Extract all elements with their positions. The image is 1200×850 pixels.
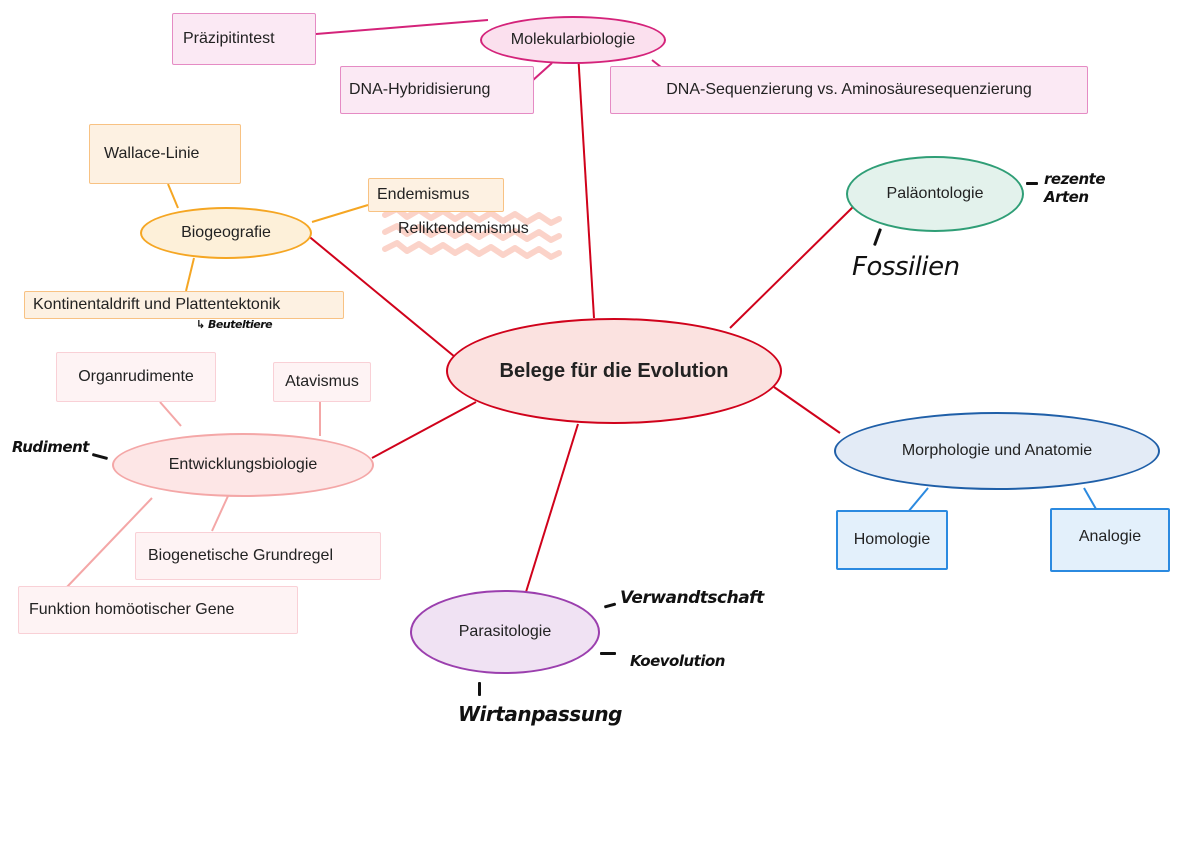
dna-sequenzierung-label: DNA-Sequenzierung vs. Aminosäuresequenzi…	[666, 81, 1032, 98]
link-homologie	[907, 487, 929, 513]
endemismus-label: Endemismus	[377, 186, 470, 203]
endemismus-node[interactable]: Endemismus	[368, 178, 504, 212]
palaeontologie-node[interactable]: Paläontologie	[846, 156, 1024, 232]
biogeografie-label: Biogeografie	[181, 224, 271, 241]
handwritten-fossilien: Fossilien	[852, 252, 960, 282]
link-center-entwicklungsbiologie	[371, 401, 477, 459]
molekularbiologie-label: Molekularbiologie	[510, 31, 636, 48]
wallace-linie-node[interactable]: Wallace-Linie	[89, 124, 241, 184]
link-center-morphologie	[773, 386, 841, 434]
link-homoeotische-gene	[65, 497, 153, 589]
link-kontinentaldrift	[185, 257, 195, 292]
biogeografie-node[interactable]: Biogeografie	[140, 207, 312, 259]
dna-hybridisierung-label: DNA-Hybridisierung	[349, 81, 491, 98]
parasitologie-node[interactable]: Parasitologie	[410, 590, 600, 674]
handwritten-wirtanpassung: Wirtanpassung	[458, 702, 623, 726]
handwritten-rezente-arten: rezente Arten	[1044, 170, 1106, 206]
atavismus-label: Atavismus	[285, 373, 359, 390]
morphologie-node[interactable]: Morphologie und Anatomie	[834, 412, 1160, 490]
highlight-scribble	[382, 206, 562, 260]
dna-sequenzierung-node[interactable]: DNA-Sequenzierung vs. Aminosäuresequenzi…	[610, 66, 1088, 114]
homologie-node[interactable]: Homologie	[836, 510, 948, 570]
parasitologie-label: Parasitologie	[458, 623, 552, 640]
biogenetische-grundregel-node[interactable]: Biogenetische Grundregel	[135, 532, 381, 580]
center-label: Belege für die Evolution	[499, 359, 729, 382]
link-center-molekularbiologie	[577, 51, 595, 319]
link-center-parasitologie	[525, 423, 579, 593]
link-praezipitintest	[315, 19, 489, 35]
organrudimente-label: Organrudimente	[78, 368, 194, 385]
link-endemismus	[311, 204, 369, 223]
praezipitintest-node[interactable]: Präzipitintest	[172, 13, 316, 65]
atavismus-node[interactable]: Atavismus	[273, 362, 371, 402]
entwicklungsbiologie-node[interactable]: Entwicklungsbiologie	[112, 433, 374, 497]
dash-mark	[478, 682, 481, 696]
homoeotische-gene-node[interactable]: Funktion homöotischer Gene	[18, 586, 298, 634]
handwritten-verwandtschaft: Verwandtschaft	[620, 588, 764, 608]
kontinentaldrift-label: Kontinentaldrift und Plattentektonik	[33, 296, 281, 313]
molekularbiologie-node[interactable]: Molekularbiologie	[480, 16, 666, 64]
analogie-label: Analogie	[1078, 528, 1142, 545]
link-wallace-linie	[167, 183, 179, 209]
homologie-label: Homologie	[853, 531, 931, 548]
dash-mark	[1026, 182, 1038, 185]
reliktendemismus-label-box: Reliktendemismus	[398, 216, 568, 242]
handwritten-beuteltiere: ↳ Beuteltiere	[196, 318, 273, 331]
link-dna-hybridisierung	[531, 62, 553, 82]
link-biogenetische-grundregel	[211, 495, 229, 532]
organrudimente-node[interactable]: Organrudimente	[56, 352, 216, 402]
morphologie-label: Morphologie und Anatomie	[901, 442, 1093, 459]
homoeotische-gene-label: Funktion homöotischer Gene	[29, 601, 235, 618]
palaeontologie-label: Paläontologie	[886, 185, 984, 202]
dna-hybridisierung-node[interactable]: DNA-Hybridisierung	[340, 66, 534, 114]
link-center-biogeografie	[305, 233, 456, 358]
center-node[interactable]: Belege für die Evolution	[446, 318, 782, 424]
link-analogie	[1083, 487, 1097, 510]
wallace-linie-label: Wallace-Linie	[104, 145, 200, 162]
biogenetische-grundregel-label: Biogenetische Grundregel	[148, 547, 334, 564]
entwicklungsbiologie-label: Entwicklungsbiologie	[168, 456, 318, 473]
kontinentaldrift-node[interactable]: Kontinentaldrift und Plattentektonik	[24, 291, 344, 319]
praezipitintest-label: Präzipitintest	[183, 30, 275, 47]
handwritten-rudiment: Rudiment	[12, 438, 89, 456]
analogie-node[interactable]: Analogie	[1050, 508, 1170, 572]
handwritten-koevolution: Koevolution	[630, 652, 725, 670]
dash-mark	[600, 652, 616, 655]
link-organrudimente	[159, 401, 182, 427]
link-center-palaeontologie	[729, 203, 857, 329]
reliktendemismus-label: Reliktendemismus	[398, 220, 529, 237]
